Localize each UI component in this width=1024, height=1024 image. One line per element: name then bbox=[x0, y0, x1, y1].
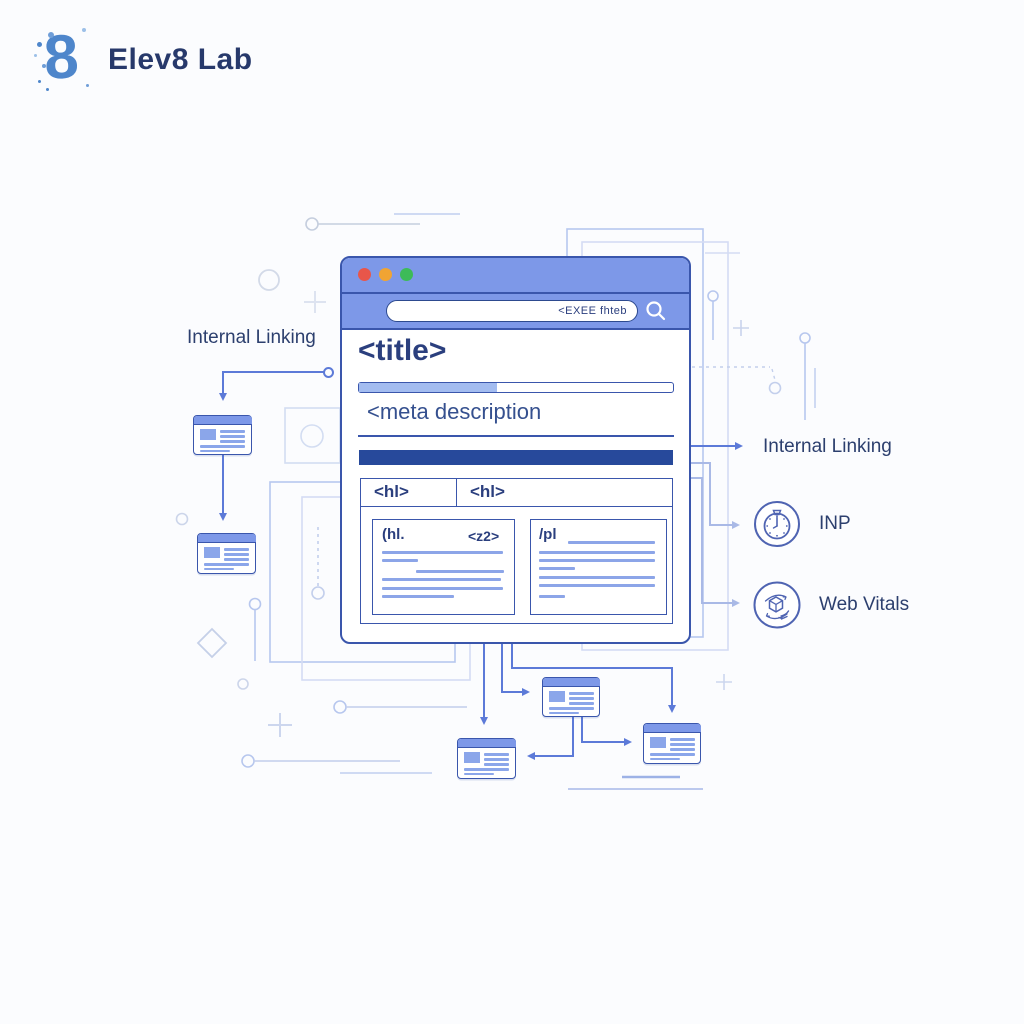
progress-fill bbox=[359, 383, 498, 392]
box-left-heading: (hl. bbox=[382, 526, 405, 543]
page-card-3 bbox=[457, 738, 516, 779]
connector-card4-card3 bbox=[527, 715, 574, 760]
splatter-dot bbox=[38, 80, 41, 83]
inp-item: INP bbox=[753, 500, 851, 548]
card-header-bar bbox=[193, 415, 252, 425]
stopwatch-icon bbox=[754, 501, 800, 547]
page-card-4 bbox=[542, 677, 600, 717]
h1-cell-right: <hl> bbox=[470, 482, 505, 501]
browser-header: <EXEE fhteb bbox=[342, 258, 689, 330]
search-icon bbox=[646, 301, 666, 321]
heading-table-header: <hl> <hl> bbox=[361, 479, 672, 507]
connector-to-card1 bbox=[219, 371, 324, 401]
splatter-dot bbox=[46, 88, 49, 91]
h1-cell-left: <hl> bbox=[361, 479, 457, 506]
connector-inp bbox=[688, 462, 740, 529]
plus-deco bbox=[304, 291, 326, 313]
splatter-dot bbox=[48, 32, 54, 38]
search-bar: <EXEE fhteb bbox=[386, 300, 638, 322]
card-thumbnail bbox=[549, 691, 565, 702]
connector-web-vitals bbox=[688, 477, 740, 607]
inp-label: INP bbox=[819, 513, 851, 534]
page-card-1 bbox=[193, 415, 252, 455]
label-internal-linking-left: Internal Linking bbox=[187, 327, 316, 348]
card-header-bar bbox=[643, 723, 701, 733]
splatter-dot bbox=[86, 84, 89, 87]
square-deco bbox=[284, 407, 341, 464]
diamond-deco bbox=[196, 627, 228, 659]
traffic-light-green-icon bbox=[400, 268, 413, 281]
card-header-bar bbox=[542, 677, 600, 687]
label-internal-linking-right: Internal Linking bbox=[763, 436, 892, 457]
connector-browser-card5 bbox=[511, 641, 676, 713]
background-shapes bbox=[175, 213, 816, 790]
web-vitals-item: Web Vitals bbox=[753, 581, 909, 629]
traffic-light-yellow-icon bbox=[379, 268, 392, 281]
logo-8-mark: 8 bbox=[34, 22, 98, 94]
title-tag-text: <title> bbox=[358, 334, 447, 367]
traffic-lights bbox=[358, 268, 413, 281]
card-thumbnail bbox=[200, 429, 216, 440]
connector-lines bbox=[219, 367, 743, 760]
browser-window: <EXEE fhteb <title> <meta description <h… bbox=[340, 256, 691, 644]
connector-node bbox=[323, 367, 334, 378]
heading-table: <hl> <hl> (hl. <z2> /pl bbox=[360, 478, 673, 624]
card-thumbnail bbox=[204, 547, 220, 558]
logo: 8 Elev8 Lab bbox=[34, 22, 253, 94]
content-divider bbox=[358, 435, 674, 437]
web-vitals-label: Web Vitals bbox=[819, 594, 910, 615]
header-divider bbox=[342, 292, 689, 294]
splatter-dot bbox=[82, 28, 86, 32]
circle-deco bbox=[258, 269, 280, 291]
plus-deco bbox=[268, 713, 292, 737]
plus-deco bbox=[716, 674, 732, 690]
box-right-heading: /pl bbox=[539, 526, 557, 543]
card-header-bar bbox=[457, 738, 516, 748]
web-vitals-icon bbox=[753, 581, 801, 629]
logo-text: Elev8 Lab bbox=[108, 43, 253, 76]
box-left-tag: <z2> bbox=[468, 528, 500, 544]
card-header-bar bbox=[197, 533, 256, 543]
splatter-dot bbox=[37, 42, 42, 47]
splatter-dot bbox=[34, 54, 37, 57]
plus-deco bbox=[733, 320, 749, 336]
page-card-2 bbox=[197, 533, 256, 574]
traffic-light-red-icon bbox=[358, 268, 371, 281]
title-progress-bar bbox=[358, 382, 674, 393]
card-thumbnail bbox=[464, 752, 480, 763]
meta-description-text: <meta description bbox=[367, 399, 542, 424]
page-card-5 bbox=[643, 723, 701, 764]
card-thumbnail bbox=[650, 737, 666, 748]
content-box-left: (hl. <z2> bbox=[372, 519, 515, 615]
splatter-dot bbox=[42, 64, 46, 68]
content-bar bbox=[359, 450, 673, 465]
content-box-right: /pl bbox=[530, 519, 667, 615]
connector-browser-card4 bbox=[501, 641, 530, 696]
search-bar-text: <EXEE fhteb bbox=[558, 305, 627, 317]
connector-card4-card5 bbox=[581, 715, 632, 746]
